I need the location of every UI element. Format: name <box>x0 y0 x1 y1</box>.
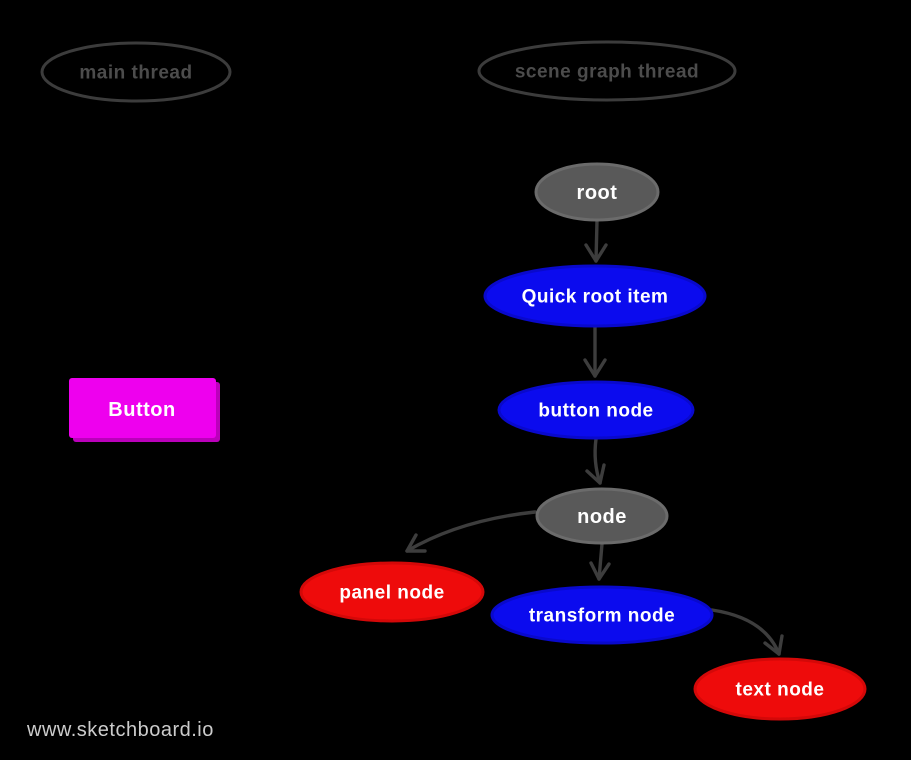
main-thread-ellipse[interactable] <box>40 41 232 103</box>
scene-graph-thread-ellipse[interactable] <box>477 40 737 102</box>
root-label: root <box>577 182 618 204</box>
node-text-node[interactable]: text node <box>693 657 867 721</box>
button-node-label: button node <box>538 401 653 422</box>
node-root[interactable]: root <box>534 162 660 222</box>
panel-node-label: panel node <box>339 583 444 604</box>
root-ellipse[interactable] <box>534 162 660 222</box>
button-rect[interactable] <box>69 378 216 438</box>
lane-main-thread[interactable]: main thread <box>40 41 232 103</box>
arrowhead-icon <box>584 243 608 263</box>
node-button-node[interactable]: button node <box>497 380 695 440</box>
scene-graph-thread-label: scene graph thread <box>515 62 699 83</box>
node-transform-node[interactable]: transform node <box>490 585 714 645</box>
panel-node-ellipse[interactable] <box>299 561 485 623</box>
edge-node-to-transform-node[interactable] <box>589 542 611 581</box>
lane-scene-graph-thread[interactable]: scene graph thread <box>477 40 737 102</box>
edge-button-node-to-node[interactable] <box>585 437 606 485</box>
edge-node-to-panel-node[interactable] <box>405 510 537 553</box>
quick-root-item-ellipse[interactable] <box>483 264 707 328</box>
edge-quick-root-item-to-button-node[interactable] <box>583 325 607 378</box>
arrowhead-icon <box>763 634 784 656</box>
edge-root-to-quick-root-item[interactable] <box>584 219 608 263</box>
arrowhead-icon <box>583 358 607 378</box>
edge-line[interactable] <box>597 542 604 581</box>
node-label: node <box>577 506 627 528</box>
arrowhead-icon <box>589 561 611 581</box>
quick-root-item-label: Quick root item <box>522 287 669 308</box>
transform-node-ellipse[interactable] <box>490 585 714 645</box>
edge-line[interactable] <box>594 219 599 263</box>
transform-node-label: transform node <box>529 606 675 627</box>
text-node-ellipse[interactable] <box>693 657 867 721</box>
button-node-ellipse[interactable] <box>497 380 695 440</box>
node-ellipse[interactable] <box>535 487 669 545</box>
node-panel-node[interactable]: panel node <box>299 561 485 623</box>
button-shape-label: Button <box>108 399 175 421</box>
edge-line[interactable] <box>710 608 781 656</box>
shape-button[interactable]: Button <box>69 378 220 442</box>
arrowhead-icon <box>585 463 606 485</box>
arrowhead-icon <box>405 533 427 553</box>
edge-line[interactable] <box>405 510 537 553</box>
sketchboard-watermark: www.sketchboard.io <box>26 719 214 741</box>
main-thread-label: main thread <box>79 63 192 84</box>
edge-line[interactable] <box>593 437 602 485</box>
edge-transform-node-to-text-node[interactable] <box>710 608 784 656</box>
node-node[interactable]: node <box>535 487 669 545</box>
text-node-label: text node <box>736 680 825 701</box>
node-quick-root-item[interactable]: Quick root item <box>483 264 707 328</box>
